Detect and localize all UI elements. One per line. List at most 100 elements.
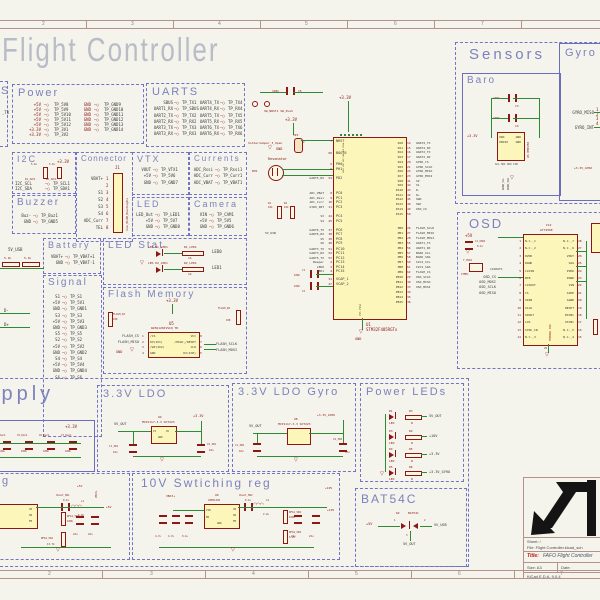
wire <box>316 286 333 287</box>
osd-right-pin-numbers: 28 27 26 25 24 23 22 21 20 19 18 17 16 1… <box>578 239 582 340</box>
gyro-net-miso: GYRO_MISO <box>572 110 594 115</box>
osd-ref: IC2 <box>546 223 552 227</box>
uarts-col1-nets: SBUS UART1_RX UART2_TX UART2_RX UART3_TX… <box>153 100 173 137</box>
decoupling-flag: +3.3V <box>65 424 78 429</box>
wire <box>133 431 134 445</box>
ruler-number: 3 <box>131 21 134 27</box>
ldo33-pin-vi: VI <box>153 430 157 433</box>
mcu-r2-value: 10k <box>284 206 289 209</box>
ldo33-c1-cap <box>129 444 137 453</box>
sw10-cin1-value: 4.7u <box>155 535 162 538</box>
usb-r2-value: 5.1k <box>24 256 32 260</box>
decoupling-c2-value: 100n <box>21 450 28 453</box>
ldo33g-c2-value: 10u <box>345 451 350 454</box>
signal-testpoints: TP_S1 TP_5V1 TP_GND1 TP_S3 TP_5V3 TP_GND… <box>70 294 87 380</box>
mcu-pa-pins: PA0 PA1 PA2 PA3 PA4 PA5 PA6 PA7 PA8 PA9 … <box>395 141 403 216</box>
titleblock-file: File: Flight Controller.kicad_sch <box>527 545 583 550</box>
wire <box>498 277 523 278</box>
osd-c1-cap <box>465 241 473 250</box>
ldo33g-c1-cap <box>253 443 261 452</box>
page-title: Flight Controller <box>2 30 220 69</box>
mcu-r2 <box>290 206 295 219</box>
flash-r2-value: 10K <box>226 319 231 322</box>
mcu-bottom-pins: VSS VSSA <box>359 303 362 316</box>
battery-links: –○ –○ <box>65 254 70 265</box>
pled-d1-ref: D1 <box>389 409 393 413</box>
mcu-g8-nets: UART3_TX UART3_RX UART5_TX Beeper LED0 L… <box>309 247 324 274</box>
buzzer-links: –○ –○ <box>33 213 38 224</box>
mcu-pin: PC10 PC11 PC12 PC13 PC14 PC15 <box>336 247 345 274</box>
section-osd-title: OSD <box>469 216 504 231</box>
section-flash: Flash Memory +3.3V FLASH_R1 10K FLASH_R2… <box>103 287 247 374</box>
sw5-rfb2 <box>61 532 66 547</box>
sheet-ruler-top: 2 3 4 5 6 7 <box>0 20 600 29</box>
section-currents: Currents ADC_Rssi ADC_Curr ADC_VBAT –○ –… <box>189 152 247 195</box>
wire <box>164 253 182 254</box>
baro-chip <box>497 132 525 161</box>
wire <box>576 281 586 282</box>
section-connector: Connector J1 VBAT+ S1 S2 S3 S4 ADC_Curr … <box>76 152 133 242</box>
ldo33-pin-vo: VO <box>166 430 170 433</box>
flash-left-pin-numbers: 1 2 3 4 <box>142 334 144 355</box>
section-sw5-title-fragment: g <box>2 475 11 487</box>
wire <box>594 112 600 113</box>
mcu-c5-value: 100n <box>272 89 280 93</box>
led-stat-r2-ref: R2_LED1 <box>184 261 197 265</box>
mcu-g7-nets: UART6_TX UART6_RX S5 S6 <box>309 228 324 246</box>
sw10-cout2-value: 22u <box>309 535 314 538</box>
ruler-number: 3 <box>150 571 153 577</box>
pled-d2-ref: D3 <box>389 429 393 433</box>
wire <box>498 237 523 238</box>
section-sw10: 10V Swtiching reg VBAT+ U9 LMR51430 VIN … <box>132 473 340 560</box>
wire <box>576 251 586 252</box>
pled-r2-ref: R4 <box>409 429 413 433</box>
sw5-cboot-ref: Cboot_5R1 <box>56 494 70 497</box>
mcu-pa-numbers: 14 15 16 17 20 21 22 23 41 42 43 44 45 4… <box>407 141 411 216</box>
led-stat-net1: LED1 <box>212 265 222 270</box>
power-gnd-links: –○ –○ –○ –○ –○ –○ <box>94 102 99 132</box>
gnd-icon: ▽ <box>294 457 298 463</box>
mcu-resonator-ref: RH1 <box>252 169 258 173</box>
section-decoupling: +3.3V C4_Dec1 100n C5_Dec1 100n C6_Dec1 … <box>0 420 95 472</box>
ldo33g-output-flag: +3.3V_GYRO <box>317 413 336 417</box>
wire <box>0 457 81 458</box>
section-led-stat-title: LED Stat <box>108 240 165 251</box>
sw10-l-value: 2.2u <box>263 513 270 516</box>
wire <box>539 98 540 138</box>
i2c-power-flag: +3.3V <box>57 159 70 164</box>
mcu-pin-num: 37 38 39 40 <box>328 228 332 246</box>
flash-ref: U5 <box>169 321 174 326</box>
pled-d3-ref: D4 <box>389 447 393 451</box>
wire <box>260 92 286 93</box>
wire <box>201 421 202 445</box>
ruler-number: 2 <box>48 571 51 577</box>
wire <box>36 507 104 508</box>
pled-d3-value: LED <box>389 459 395 463</box>
pin-dot <box>344 134 346 136</box>
i2c-r2-ref: R2_I2C1 <box>46 178 57 181</box>
titleblock-sheet: Sheet: / <box>527 539 541 544</box>
titleblock-kicad-version: KiCad E.D.A. 9.0.4 <box>527 574 561 579</box>
sw5-cboot-value: 0.1u <box>63 499 70 502</box>
decoupling-c3-ref: C6_Dec1 <box>39 434 50 437</box>
sw10-rfb2 <box>283 530 288 544</box>
buzzer-nets: Buz- GND <box>21 213 31 224</box>
mcu-pin-num: 8 9 10 11 <box>328 191 332 209</box>
mcu-net-uart5rx: UART5_RX <box>309 176 324 180</box>
gnd-icon: ▽ <box>510 175 514 181</box>
pin-dot <box>352 134 354 136</box>
wire <box>21 547 111 548</box>
pled-r2 <box>405 435 422 440</box>
section-signal-title: Signal <box>48 277 88 288</box>
section-uarts: UARTS SBUS UART1_RX UART2_TX UART2_RX UA… <box>146 83 245 147</box>
mcu-vcap-c2-ref: C2 <box>302 290 306 293</box>
wire <box>343 420 344 445</box>
pled-net-2: +10V <box>429 434 438 438</box>
wire <box>491 118 508 119</box>
usb-dp-label: D+ <box>4 322 9 327</box>
diode-icon <box>401 523 406 529</box>
pled-r4-value: R <box>411 477 413 481</box>
flash-left-pins: /CS DO(IO1) /WP(IO2) GND <box>150 334 165 355</box>
led-bar <box>395 412 396 419</box>
pled-r1-value: R <box>411 421 413 425</box>
